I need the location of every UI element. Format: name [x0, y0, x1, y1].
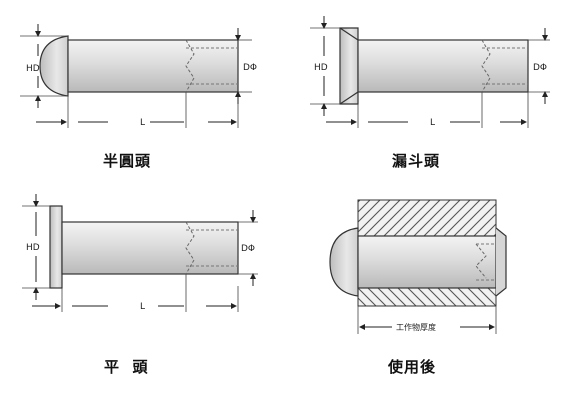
round-head-shape	[39, 35, 69, 97]
countersunk-hd-label: HD	[314, 63, 328, 73]
flat-head-shank	[61, 221, 239, 275]
workpiece-bottom-plate	[357, 287, 497, 307]
countersunk-head-rivet: HD DΦ L	[310, 16, 550, 128]
flat-head-rivet: HD DΦ L	[22, 194, 258, 312]
caption-round-head: 半圓頭	[103, 152, 152, 170]
flat-head-d-label: DΦ	[241, 244, 255, 254]
caption-countersunk-head: 漏斗頭	[392, 152, 441, 170]
countersunk-l-label: L	[430, 118, 435, 128]
workpiece-top-plate	[357, 199, 497, 237]
round-head-shank	[67, 39, 239, 93]
flat-head-hd-label: HD	[26, 243, 40, 253]
round-head-rivet: HD DΦ L	[20, 24, 257, 128]
installed-rivet: 工作物厚度	[329, 199, 507, 334]
round-head-l-label: L	[140, 118, 145, 128]
countersunk-head-shape	[339, 27, 359, 105]
caption-flat-head: 平 頭	[104, 358, 149, 376]
flat-head-shape	[49, 205, 63, 289]
installed-rivet-flare	[495, 227, 507, 297]
installed-rivet-shank	[357, 235, 497, 289]
countersunk-head-shank	[357, 39, 529, 93]
installed-rivet-head	[329, 227, 359, 297]
work-thickness-label: 工作物厚度	[396, 322, 436, 332]
countersunk-d-label: DΦ	[533, 63, 547, 73]
round-head-hd-label: HD	[26, 64, 40, 74]
caption-after-use: 使用後	[388, 358, 437, 376]
flat-head-l-label: L	[140, 302, 145, 312]
round-head-d-label: DΦ	[243, 63, 257, 73]
